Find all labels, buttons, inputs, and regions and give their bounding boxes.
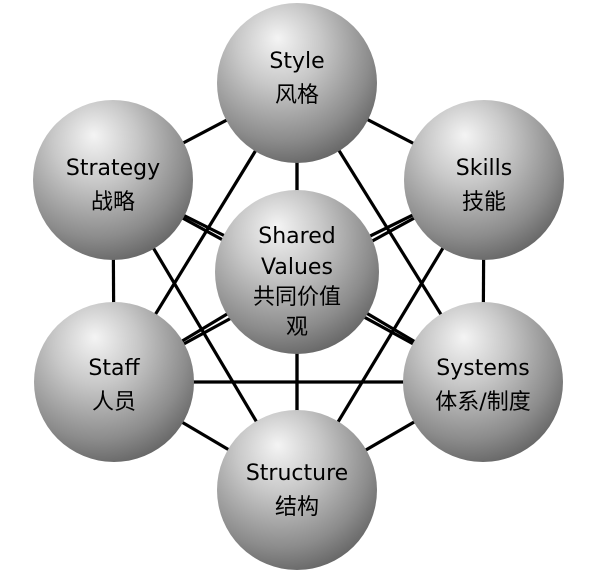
label-skills-en: Skills — [456, 156, 513, 181]
label-skills-zh: 技能 — [462, 190, 506, 215]
node-skills: Skills 技能 — [404, 100, 564, 260]
label-staff-en: Staff — [88, 356, 140, 381]
label-style-zh: 风格 — [275, 83, 319, 108]
sphere-systems — [403, 302, 563, 462]
sphere-skills — [404, 100, 564, 260]
sphere-structure — [217, 410, 377, 570]
node-style: Style 风格 — [217, 3, 377, 163]
label-structure-zh: 结构 — [275, 495, 319, 520]
label-staff-zh: 人员 — [92, 390, 136, 415]
node-strategy: Strategy 战略 — [33, 100, 193, 260]
node-structure: Structure 结构 — [217, 410, 377, 570]
label-style-en: Style — [269, 49, 324, 74]
sphere-staff — [34, 302, 194, 462]
sphere-strategy — [33, 100, 193, 260]
label-shared-values-zh-1: 共同价值 — [253, 285, 341, 310]
label-strategy-en: Strategy — [66, 156, 160, 181]
label-shared-values-zh-2: 观 — [286, 315, 308, 340]
label-systems-en: Systems — [436, 356, 530, 381]
label-structure-en: Structure — [246, 461, 348, 486]
label-shared-values-en-1: Shared — [258, 224, 335, 249]
label-strategy-zh: 战略 — [91, 190, 135, 215]
node-shared-values: Shared Values 共同价值 观 — [215, 190, 379, 354]
node-systems: Systems 体系/制度 — [403, 302, 563, 462]
label-shared-values-en-2: Values — [261, 255, 333, 280]
sphere-shared-values — [215, 190, 379, 354]
node-staff: Staff 人员 — [34, 302, 194, 462]
label-systems-zh: 体系/制度 — [435, 390, 530, 415]
sphere-style — [217, 3, 377, 163]
